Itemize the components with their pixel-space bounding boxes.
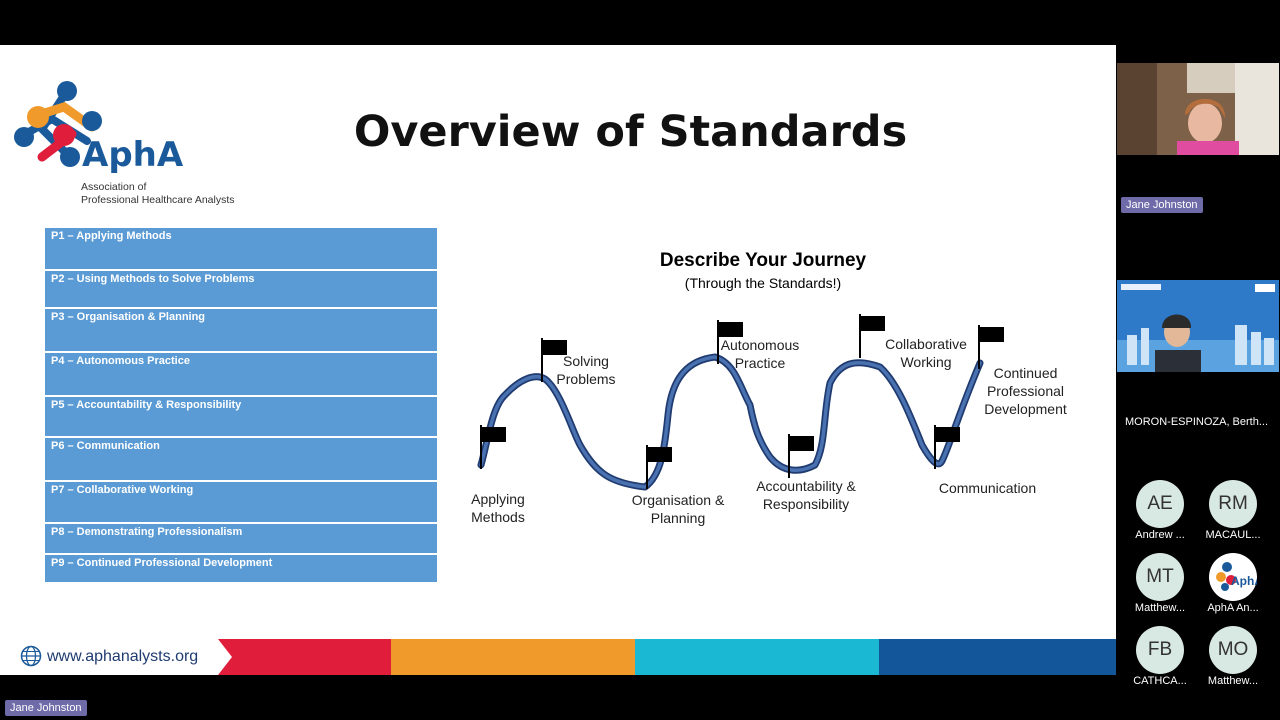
apha-logo-icon: AphA — [1216, 562, 1263, 591]
presenter-name-tag: Jane Johnston — [5, 700, 87, 716]
journey-subtitle: (Through the Standards!) — [684, 275, 842, 291]
standard-p2: P2 – Using Methods to Solve Problems — [45, 271, 437, 309]
participant-video-icon — [1117, 280, 1279, 372]
participant-avatar[interactable]: AphA AphA An... — [1198, 553, 1268, 614]
flag-icon — [978, 325, 1004, 369]
flag-icon — [788, 434, 814, 478]
standard-p5: P5 – Accountability & Responsibility — [45, 397, 437, 438]
flag-icon — [717, 320, 743, 364]
participant-avatar[interactable]: MO Matthew... — [1198, 626, 1268, 687]
standard-p9: P9 – Continued Professional Development — [45, 555, 437, 582]
participant-name-tag: Jane Johnston — [1121, 197, 1203, 213]
avatar: MO — [1209, 626, 1257, 674]
standard-p7: P7 – Collaborative Working — [45, 482, 437, 524]
participant-name: Matthew... — [1134, 602, 1186, 614]
standard-p1: P1 – Applying Methods — [45, 228, 437, 271]
participant-avatar[interactable]: AE Andrew ... — [1125, 480, 1195, 541]
participant-name: MORON-ESPINOZA, Berth... — [1125, 416, 1269, 428]
journey-title: Describe Your Journey — [659, 250, 867, 271]
participant-video-icon — [1117, 63, 1279, 155]
standard-p3: P3 – Organisation & Planning — [45, 309, 437, 353]
flag-icon — [480, 425, 506, 469]
participant-video-tile[interactable] — [1117, 280, 1279, 372]
presentation-slide: AphA Association of Professional Healthc… — [0, 45, 1116, 675]
slide-footer — [0, 639, 1116, 675]
globe-icon — [20, 645, 42, 667]
journey-label-organisation-planning: Organisation &Planning — [631, 492, 725, 526]
participant-avatar[interactable]: MT Matthew... — [1125, 553, 1195, 614]
participant-name: AphA An... — [1207, 602, 1259, 614]
standard-p8: P8 – Demonstrating Professionalism — [45, 524, 437, 555]
flag-icon — [646, 445, 672, 489]
svg-text:AphA: AphA — [1231, 574, 1257, 588]
journey-label-communication: Communication — [938, 480, 1037, 496]
logo-name: AphA — [82, 135, 184, 175]
avatar: MT — [1136, 553, 1184, 601]
apha-avatar-icon: AphA — [1209, 553, 1263, 601]
participant-avatar[interactable]: RM MACAUL... — [1198, 480, 1268, 541]
footer-color-segment — [391, 639, 635, 675]
footer-color-segment — [635, 639, 879, 675]
logo-subtitle: Association of Professional Healthcare A… — [81, 181, 235, 206]
footer-arrow-shape — [210, 639, 232, 675]
participant-name: Matthew... — [1207, 675, 1259, 687]
apha-logo-icon — [14, 81, 102, 167]
participant-avatar[interactable]: FB CATHCA... — [1125, 626, 1195, 687]
website-url[interactable]: www.aphanalysts.org — [47, 648, 199, 665]
standard-p6: P6 – Communication — [45, 438, 437, 482]
avatar: AE — [1136, 480, 1184, 528]
slide-title: Overview of Standards — [353, 107, 908, 157]
avatar: RM — [1209, 480, 1257, 528]
participant-video-tile[interactable] — [1117, 63, 1279, 155]
footer-color-segment — [215, 639, 391, 675]
footer-color-segment — [879, 639, 1116, 675]
participant-name: CATHCA... — [1133, 675, 1187, 687]
flag-icon — [859, 314, 885, 358]
flag-icon — [934, 425, 960, 469]
flag-icon — [541, 338, 567, 382]
avatar: FB — [1136, 626, 1184, 674]
journey-label-accountability-responsibility: Accountability &Responsibility — [756, 478, 856, 512]
participant-name: Andrew ... — [1135, 529, 1185, 541]
journey-path — [477, 353, 984, 491]
participant-name: MACAUL... — [1205, 529, 1261, 541]
standard-p4: P4 – Autonomous Practice — [45, 353, 437, 397]
